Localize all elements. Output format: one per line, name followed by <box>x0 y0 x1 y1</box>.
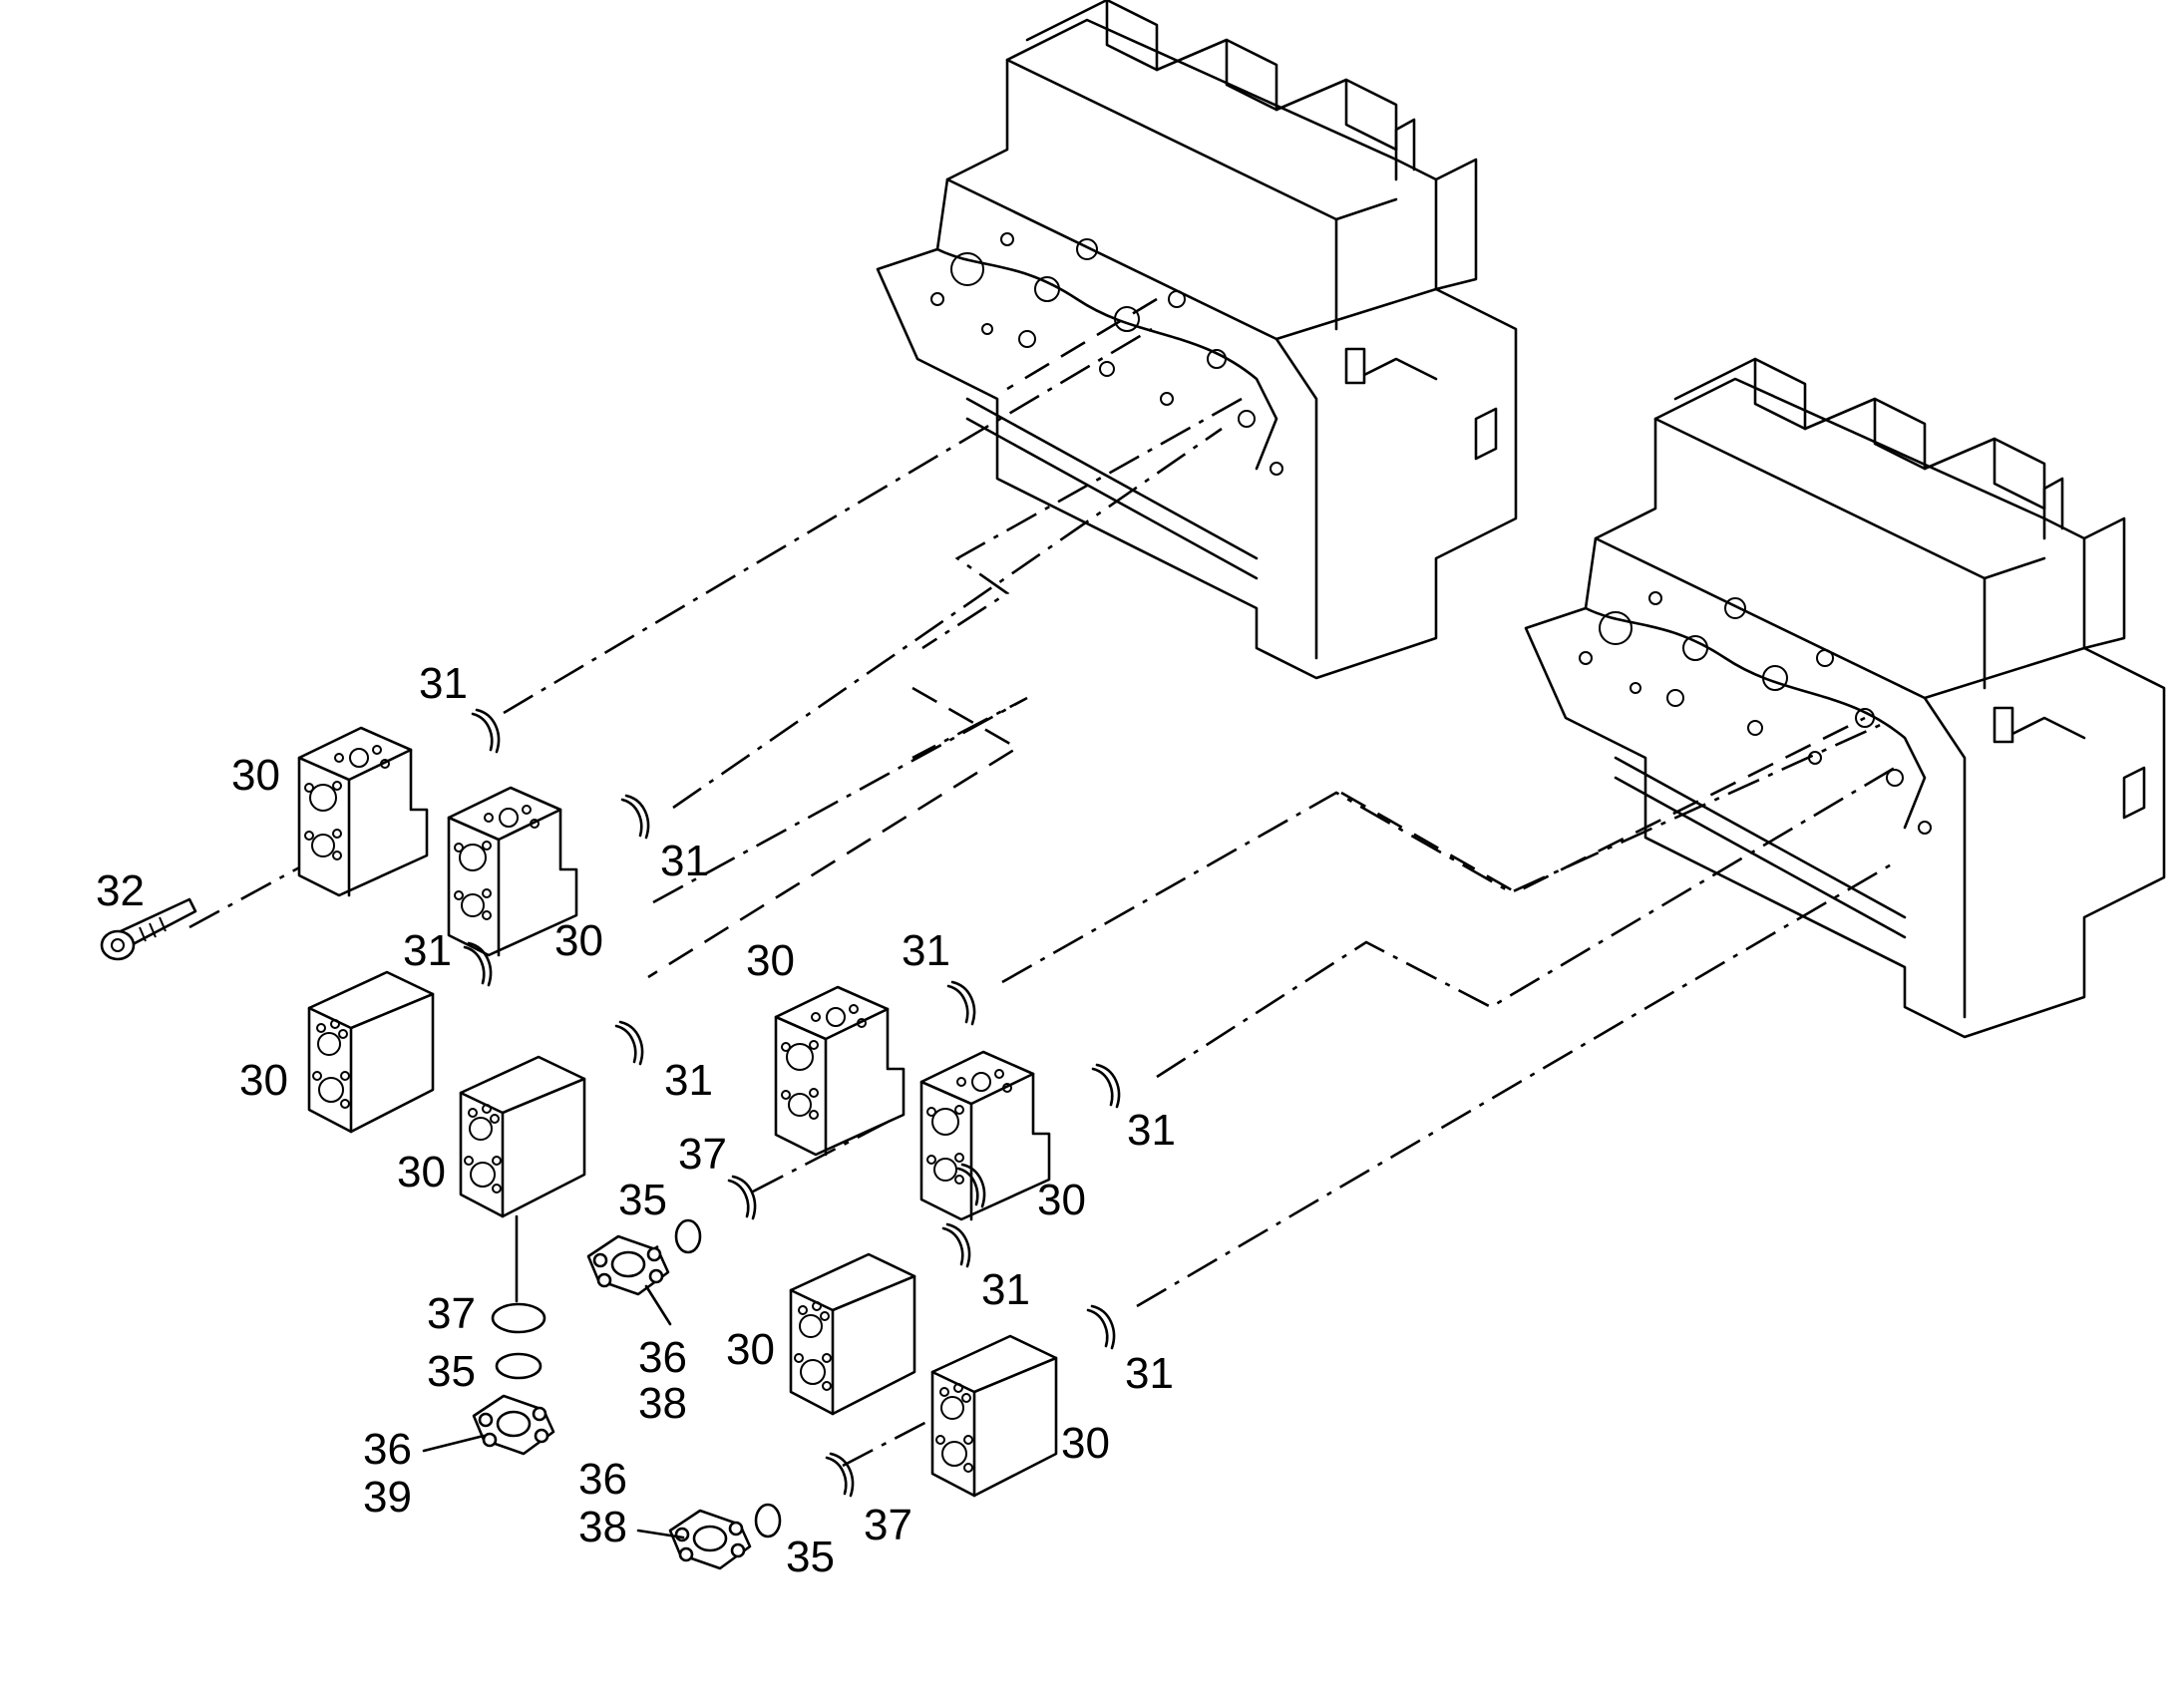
flange-block-8 <box>930 1334 1058 1498</box>
seal-2 <box>754 1503 782 1538</box>
callout-l14: 35 <box>618 1176 667 1224</box>
callout-l18: 36 <box>638 1333 687 1382</box>
callout-l4: 32 <box>96 866 145 915</box>
flange-block-3 <box>307 970 435 1134</box>
flange-block-7 <box>789 1252 916 1416</box>
callout-l12: 31 <box>1127 1106 1176 1155</box>
leader-flange-3 <box>636 1529 685 1539</box>
callout-l22: 31 <box>1125 1349 1174 1398</box>
o-ring-10 <box>825 1452 855 1498</box>
callout-l28: 35 <box>786 1533 835 1581</box>
callout-l6: 31 <box>403 926 452 975</box>
callout-l24: 39 <box>363 1473 412 1522</box>
callout-l20: 30 <box>726 1325 775 1374</box>
valve-block-lower <box>1524 357 2166 1039</box>
leader-flange-2 <box>422 1434 486 1453</box>
flange-block-4 <box>459 1055 586 1218</box>
callout-l2: 30 <box>231 751 280 800</box>
o-ring-1 <box>471 708 501 754</box>
callout-l25: 30 <box>1061 1419 1110 1468</box>
o-ring-2 <box>620 794 650 840</box>
callout-l13: 37 <box>678 1130 727 1179</box>
seal-1 <box>674 1218 702 1254</box>
split-flange-2 <box>472 1394 555 1456</box>
o-ring-7 <box>727 1175 757 1220</box>
o-ring-4 <box>614 1020 644 1066</box>
split-flange-3 <box>668 1509 752 1570</box>
valve-block-upper <box>876 0 1518 680</box>
leader-flange-1 <box>644 1284 672 1326</box>
callout-l19: 38 <box>638 1379 687 1428</box>
callout-l8: 31 <box>902 926 950 975</box>
callout-l29: 37 <box>864 1501 912 1549</box>
cap-screw <box>100 897 197 961</box>
callout-l3: 31 <box>660 837 709 885</box>
callout-l26: 36 <box>578 1455 627 1504</box>
o-ring-5 <box>946 980 976 1026</box>
o-ring-9 <box>1086 1304 1116 1350</box>
flange-block-5 <box>774 985 906 1157</box>
callout-l1: 31 <box>419 659 468 708</box>
callout-l21: 31 <box>981 1265 1030 1314</box>
callout-l15: 30 <box>1037 1176 1086 1224</box>
callout-labels: 31 30 31 32 30 31 30 31 30 31 30 31 37 3… <box>96 659 1176 1581</box>
split-flange-1 <box>586 1234 670 1296</box>
o-ring-6 <box>1091 1063 1121 1109</box>
callout-l9: 30 <box>239 1056 288 1105</box>
callout-l17: 35 <box>427 1347 476 1396</box>
callout-l23: 36 <box>363 1425 412 1474</box>
callout-l7: 30 <box>746 936 795 985</box>
callout-l5: 30 <box>554 916 603 965</box>
callout-l11: 30 <box>397 1148 446 1196</box>
callout-l10: 31 <box>664 1056 713 1105</box>
callout-l27: 38 <box>578 1503 627 1551</box>
callout-l16: 37 <box>427 1289 476 1338</box>
o-ring-8 <box>941 1222 971 1268</box>
seal-bottom <box>495 1352 543 1380</box>
o-ring-bottom <box>491 1302 546 1334</box>
flange-block-1 <box>297 726 429 897</box>
